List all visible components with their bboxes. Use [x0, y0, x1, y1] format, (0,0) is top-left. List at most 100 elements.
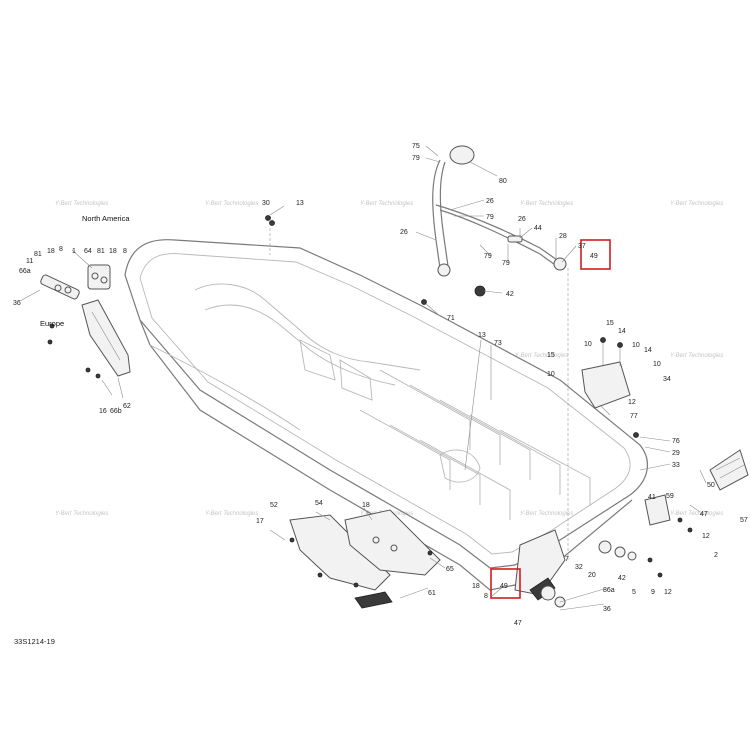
callout: 18 — [362, 502, 370, 509]
hardware — [47, 215, 693, 588]
callout: 10 — [584, 341, 592, 348]
watermark: Y-Bert Technologies — [670, 353, 723, 359]
callout: 15 — [606, 320, 614, 327]
callout: 34 — [663, 376, 671, 383]
callout: 79 — [412, 155, 420, 162]
callout-numbers: 75 79 80 26 79 26 44 28 37 79 79 26 42 3… — [13, 143, 748, 627]
callout: 73 — [494, 340, 502, 347]
callout: 20 — [588, 572, 596, 579]
callout: 14 — [618, 328, 626, 335]
callout: 81 — [97, 248, 105, 255]
callout: 86a — [603, 587, 615, 594]
callout: 66a — [19, 268, 31, 275]
watermark: Y-Bert Technologies — [360, 201, 413, 207]
callout: 66b — [110, 408, 122, 415]
front-bumper — [40, 264, 131, 377]
callout: 16 — [99, 408, 107, 415]
watermarks: Y-Bert Technologies Y-Bert Technologies … — [55, 201, 723, 517]
diagram-reference-code: 33S1214-19 — [14, 637, 55, 646]
watermark: Y-Bert Technologies — [205, 201, 258, 207]
callout: 26 — [518, 216, 526, 223]
callout: 44 — [534, 225, 542, 232]
callout: 29 — [672, 450, 680, 457]
callout: 14 — [644, 347, 652, 354]
callout: 79 — [486, 214, 494, 221]
right-bracket — [581, 337, 631, 409]
region-label-europe: Europe — [40, 319, 64, 328]
callout: 12 — [664, 589, 672, 596]
callout: 9 — [651, 589, 655, 596]
callout: 26 — [486, 198, 494, 205]
bottom-trim-plates — [289, 509, 441, 609]
callout: 57 — [740, 517, 748, 524]
callout: 11 — [26, 258, 33, 265]
watermark: Y-Bert Technologies — [205, 511, 258, 517]
callout: 61 — [428, 590, 436, 597]
callout: 26 — [400, 229, 408, 236]
callout: 37 — [578, 243, 586, 250]
watermark: Y-Bert Technologies — [670, 511, 723, 517]
callout: 8 — [123, 248, 127, 255]
callout: 1 — [72, 248, 76, 255]
callout: 10 — [653, 361, 661, 368]
region-label-north-america: North America — [82, 214, 130, 223]
vent-cover — [709, 449, 749, 491]
hull-body — [124, 239, 648, 601]
callout: 18 — [472, 583, 480, 590]
watermark: Y-Bert Technologies — [520, 201, 573, 207]
leader-lines — [19, 145, 707, 611]
callout: 75 — [412, 143, 420, 150]
callout: 77 — [630, 413, 638, 420]
callout: 64 — [84, 248, 92, 255]
callout: 28 — [559, 233, 567, 240]
callout: 15 — [547, 352, 555, 359]
callout: 71 — [447, 315, 455, 322]
callout: 18 — [47, 248, 55, 255]
callout: 80 — [499, 178, 507, 185]
callout: 54 — [315, 500, 323, 507]
callout: 59 — [666, 493, 674, 500]
callout: 32 — [575, 564, 583, 571]
callout: 10 — [632, 342, 640, 349]
callout: 18 — [109, 248, 117, 255]
callout: 12 — [702, 533, 710, 540]
callout: 17 — [256, 518, 264, 525]
callout: 8 — [59, 246, 63, 253]
callout: 81 — [34, 251, 42, 258]
callout: 79 — [484, 253, 492, 260]
watermark: Y-Bert Technologies — [515, 353, 568, 359]
callout: 79 — [502, 260, 510, 267]
highlight-box — [580, 239, 611, 270]
callout: 42 — [618, 575, 626, 582]
callout: 7 — [565, 556, 569, 563]
callout: 36 — [603, 606, 611, 613]
highlight-box — [490, 568, 521, 599]
callout: 76 — [672, 438, 680, 445]
callout: 50 — [707, 482, 715, 489]
callout: 30 — [262, 200, 270, 207]
callout: 2 — [714, 552, 718, 559]
watermark: Y-Bert Technologies — [520, 511, 573, 517]
callout: 65 — [446, 566, 454, 573]
callout: 12 — [628, 399, 636, 406]
callout: 47 — [514, 620, 522, 627]
callout: 5 — [632, 589, 636, 596]
callout: 13 — [296, 200, 304, 207]
callout: 8 — [484, 593, 488, 600]
callout: 41 — [648, 494, 656, 501]
watermark: Y-Bert Technologies — [55, 201, 108, 207]
highlighted-callout: 49 — [500, 583, 508, 590]
watermark: Y-Bert Technologies — [55, 511, 108, 517]
callout: 10 — [547, 371, 555, 378]
callout: 36 — [13, 300, 21, 307]
callout: 62 — [123, 403, 131, 410]
callout: 33 — [672, 462, 680, 469]
watermark: Y-Bert Technologies — [670, 201, 723, 207]
callout: 13 — [478, 332, 486, 339]
hose-assembly — [432, 145, 567, 297]
callout: 47 — [700, 511, 708, 518]
highlighted-callout: 49 — [590, 253, 598, 260]
callout: 52 — [270, 502, 278, 509]
callout: 42 — [506, 291, 514, 298]
